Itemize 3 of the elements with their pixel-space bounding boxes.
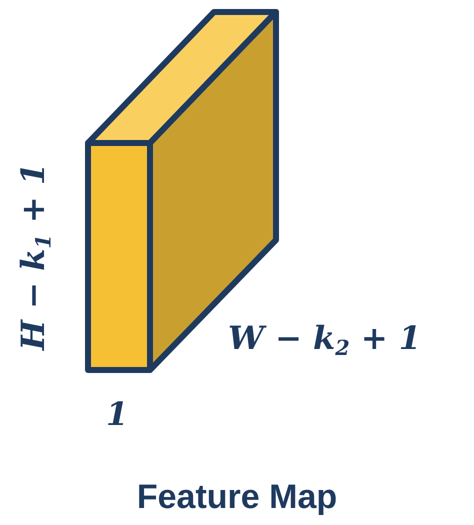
caption: Feature Map [136,478,338,517]
dimension-label: W − k$_{2}$ + 1 [228,322,422,360]
dimension-label: 1 [106,398,128,430]
